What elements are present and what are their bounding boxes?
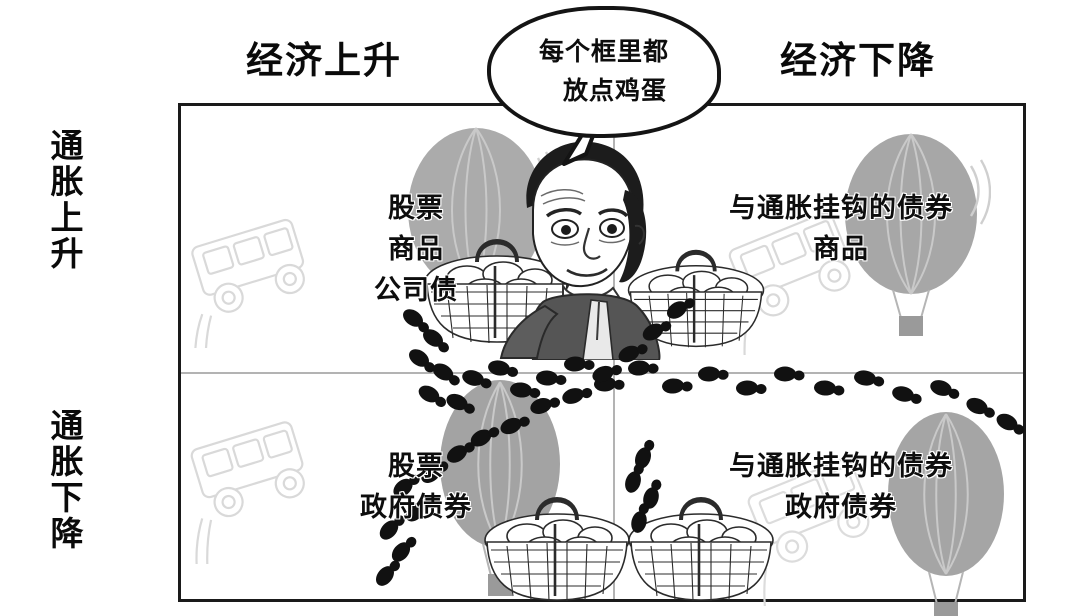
basket-bottom-right-icon: [628, 497, 774, 602]
asset-label: 政府债券: [360, 492, 472, 524]
balloon-bottom-right-icon: [888, 412, 1004, 616]
asset-label: 政府债券: [785, 492, 897, 524]
footprint-trail-c: [622, 437, 664, 535]
quadrant-bottom-left: 股票 政府债券: [301, 446, 531, 528]
basket-top-right-icon: [627, 249, 765, 348]
row-header-inflation-down: 通胀下降: [44, 408, 84, 552]
asset-label: 股票: [388, 193, 444, 224]
horizontal-divider: [181, 372, 1023, 374]
truck-top-right-icon: [728, 211, 851, 355]
asset-label: 与通胀挂钩的债券: [729, 193, 953, 224]
quadrant-bottom-right: 与通胀挂钩的债券 政府债券: [671, 446, 1011, 528]
truck-bottom-left-icon: [190, 421, 305, 564]
speech-bubble: 每个框里都 放点鸡蛋: [487, 6, 721, 138]
asset-label: 与通胀挂钩的债券: [729, 451, 953, 482]
speech-bubble-line-2: 放点鸡蛋: [562, 76, 667, 105]
footprint-trail-b: [372, 292, 698, 590]
truck-bottom-right-icon: [747, 457, 870, 606]
speech-bubble-line-1: 每个框里都: [538, 37, 669, 67]
basket-top-left-icon: [424, 239, 570, 344]
asset-label: 股票: [388, 451, 444, 482]
column-header-economy-up: 经济上升: [246, 39, 402, 82]
truck-top-left-icon: [191, 218, 305, 348]
asset-label: 商品: [813, 234, 869, 266]
balloon-top-right-icon: [845, 133, 991, 336]
footprint-trail-group: [372, 292, 1028, 590]
balloon-top-left-icon: [408, 127, 555, 336]
quadrant-top-right: 与通胀挂钩的债券 商品: [671, 188, 1011, 270]
asset-label: 公司债: [374, 275, 458, 307]
vertical-divider: [613, 106, 615, 599]
balloon-bottom-left-icon: [440, 380, 560, 596]
quadrant-top-left: 股票 商品 公司债: [301, 188, 531, 311]
asset-label: 商品: [388, 234, 444, 266]
row-header-inflation-up: 通胀上升: [44, 128, 84, 272]
column-header-economy-down: 经济下降: [780, 39, 936, 82]
